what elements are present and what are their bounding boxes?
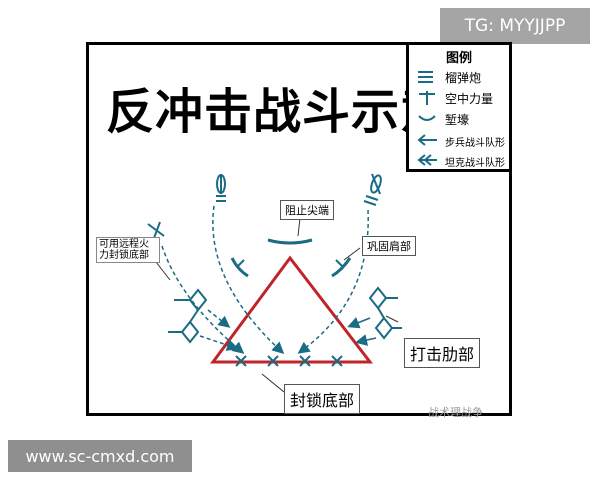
legend-label-air-power: 空中力量 <box>445 92 494 106</box>
right-howitzer <box>363 173 382 206</box>
left-howitzer <box>216 174 226 202</box>
base-x-marks <box>235 355 343 367</box>
trench-icon <box>418 115 436 121</box>
air-power-symbol <box>147 221 165 239</box>
tank-formation-icon <box>417 154 437 166</box>
tg-badge: TG: MYYJJPP <box>440 8 590 44</box>
legend-label-infantry: 步兵战斗队形 <box>445 138 505 149</box>
legend-box: 图例 榴弹炮 空中力量 堑壕 步兵战斗队形 <box>406 42 512 172</box>
left-tank-arrow <box>207 309 231 328</box>
label-strike-flank: 打击肋部 <box>404 338 481 368</box>
right-tank-arrow <box>347 317 371 329</box>
legend-label-howitzer: 榴弹炮 <box>445 71 482 85</box>
left-tank-arrow-2 <box>199 335 239 351</box>
watermark-text: 战术理战争 <box>428 406 483 419</box>
left-howitzer-fire-arc <box>212 205 285 355</box>
left-shoulder-trench <box>230 257 249 278</box>
legend-label-tank: 坦克战斗队形 <box>445 158 505 169</box>
air-power-icon <box>419 91 435 105</box>
enemy-penetration-triangle <box>210 255 374 364</box>
right-howitzer-fire-arc <box>297 209 369 354</box>
infantry-formation-icon <box>417 134 437 146</box>
tip-trench <box>267 238 313 245</box>
legend-item-air-power: 空中力量 <box>415 88 511 108</box>
legend-item-infantry: 步兵战斗队形 <box>415 130 511 150</box>
right-shoulder-trench <box>331 257 352 278</box>
label-consolidate-shoulder: 巩固肩部 <box>362 236 416 256</box>
legend-label-trench: 堑壕 <box>445 113 470 127</box>
legend-title: 图例 <box>445 51 472 66</box>
left-tank-formation <box>168 288 208 344</box>
label-long-range-fire: 可用远程火力封锁底部 <box>96 237 160 263</box>
site-badge: www.sc-cmxd.com <box>8 440 192 472</box>
legend-item-howitzer: 榴弹炮 <box>415 67 511 87</box>
right-tank-arrow-2 <box>355 334 377 346</box>
legend-item-trench: 堑壕 <box>415 109 511 129</box>
label-leader-lines <box>155 217 399 393</box>
legend-item-tank: 坦克战斗队形 <box>415 150 511 170</box>
right-tank-formation <box>368 286 402 340</box>
label-block-tip: 阻止尖端 <box>280 200 334 220</box>
howitzer-icon <box>418 71 433 83</box>
label-seal-base: 封锁底部 <box>284 384 361 414</box>
